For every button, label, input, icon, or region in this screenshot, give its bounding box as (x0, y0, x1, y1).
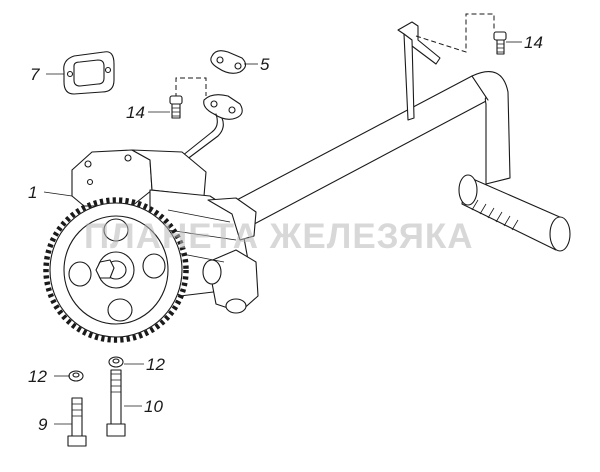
callout-14-right: 14 (524, 33, 543, 52)
callout-9: 9 (38, 415, 48, 434)
bolt-14-right (493, 31, 507, 55)
bolt-10 (106, 369, 126, 437)
bolt-14-left (169, 95, 183, 119)
bolt-9 (67, 397, 87, 447)
callout-12-right: 12 (146, 355, 165, 374)
leader-lines (43, 41, 522, 425)
drive-gear (43, 197, 189, 343)
washer-12-right (108, 356, 124, 368)
gasket-5 (210, 50, 247, 74)
delivery-tube (181, 94, 243, 161)
gasket-7 (63, 51, 115, 95)
callout-7: 7 (30, 65, 40, 84)
callout-12-left: 12 (28, 367, 47, 386)
callout-5: 5 (260, 55, 270, 74)
callout-10: 10 (144, 397, 163, 416)
reference-lines (175, 13, 495, 106)
callout-14-left: 14 (126, 103, 145, 122)
washer-12-left (68, 370, 84, 382)
oil-pump-body (71, 149, 259, 314)
callout-1: 1 (28, 183, 37, 202)
watermark: ПЛАНЕТА ЖЕЛЕЗЯКА (84, 217, 474, 256)
